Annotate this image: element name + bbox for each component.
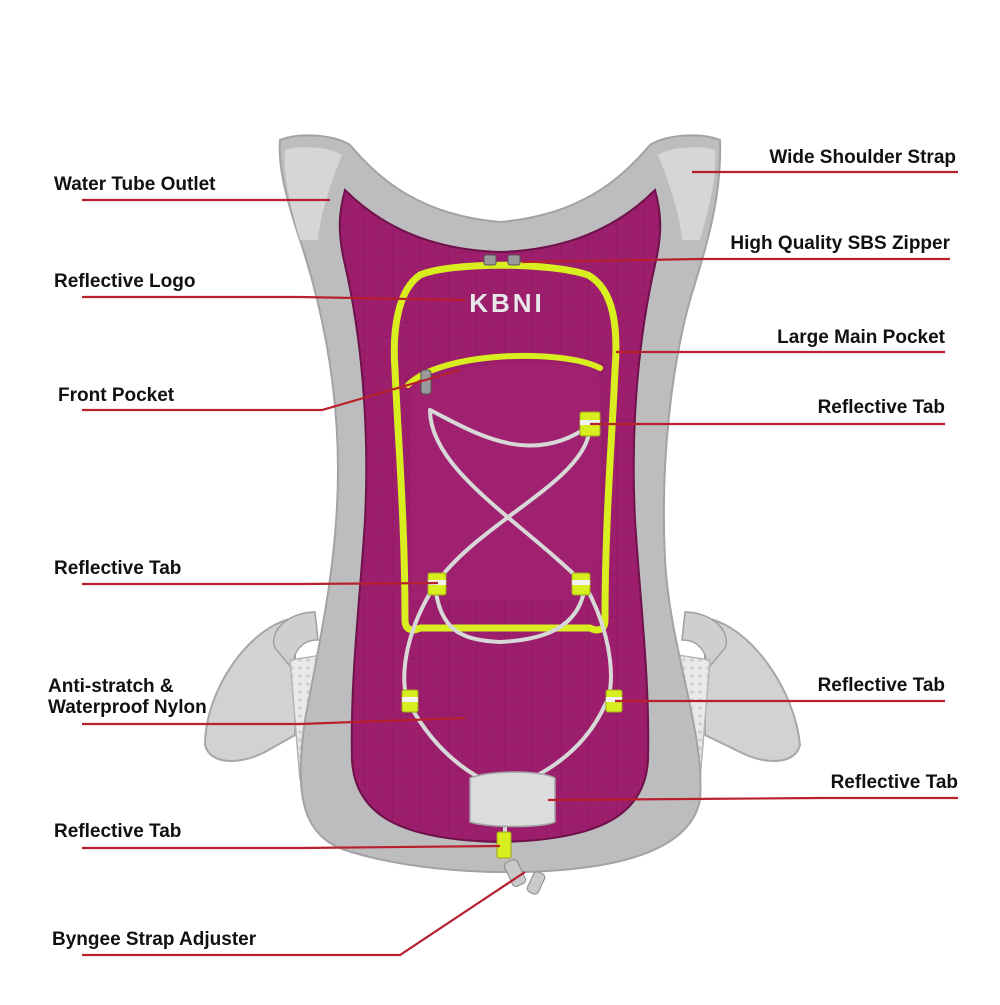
callout-reflective-tab-right-3: Reflective Tab [830,772,958,793]
leader-anti-stretch [82,716,466,726]
callout-reflective-logo: Reflective Logo [54,271,196,292]
callout-sbs-zipper: High Quality SBS Zipper [730,233,950,254]
hip-strap-left [203,616,296,763]
shoulder-strap-left [284,147,342,240]
leader-reflective-tab-right-3 [547,796,958,802]
callout-large-main-pocket: Large Main Pocket [777,327,945,348]
leader-reflective-logo [82,295,466,302]
leader-reflective-tab-left-1 [82,581,439,586]
callout-anti-stretch-nylon: Anti-stratch & Waterproof Nylon [48,676,207,718]
callout-wide-shoulder-strap: Wide Shoulder Strap [769,147,956,168]
zipper-pull-top [483,254,521,266]
shoulder-strap-right [658,147,716,240]
callout-front-pocket: Front Pocket [58,385,175,406]
hip-strap-right [704,616,802,763]
leader-front-pocket [82,368,461,412]
callout-reflective-tab-left-1: Reflective Tab [54,558,182,579]
front-pocket-panel [409,362,602,600]
callout-byngee-strap-adjuster: Byngee Strap Adjuster [52,929,257,950]
cord-lock-plate [469,771,556,828]
leader-lines [82,170,958,957]
brand-logo: KBNI [469,288,545,318]
strap-adjuster-toggle [503,859,546,895]
callout-reflective-tab-right-1: Reflective Tab [817,397,945,418]
leader-reflective-tab-left-2 [82,844,501,850]
callout-reflective-tab-right-2: Reflective Tab [817,675,945,696]
callout-water-tube-outlet: Water Tube Outlet [54,174,216,195]
leader-sbs-zipper [521,257,950,264]
callout-reflective-tab-left-2: Reflective Tab [54,821,182,842]
leader-byngee [82,871,526,957]
